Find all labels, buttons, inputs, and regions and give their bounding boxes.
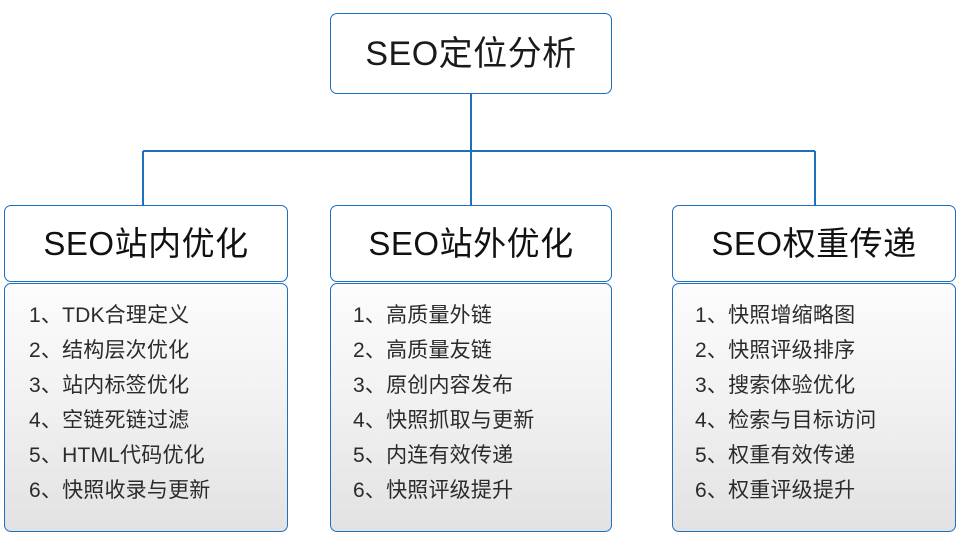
branch-list-3: 1、快照增缩略图 2、快照评级排序 3、搜索体验优化 4、检索与目标访问 5、权… xyxy=(673,298,955,508)
branch-header-label-3: SEO权重传递 xyxy=(711,225,917,262)
list-item: 1、高质量外链 xyxy=(353,304,493,327)
list-item: 5、HTML代码优化 xyxy=(29,444,205,467)
list-item: 1、快照增缩略图 xyxy=(695,304,856,327)
branch-list-1: 1、TDK合理定义 2、结构层次优化 3、站内标签优化 4、空链死链过滤 5、H… xyxy=(5,298,287,508)
branch-header-3[interactable]: SEO权重传递 xyxy=(672,205,956,282)
list-item: 6、快照收录与更新 xyxy=(29,479,211,502)
list-item: 5、权重有效传递 xyxy=(695,444,856,467)
list-item: 4、快照抓取与更新 xyxy=(353,409,535,432)
list-item: 4、空链死链过滤 xyxy=(29,409,190,432)
branch-column-3: SEO权重传递 1、快照增缩略图 2、快照评级排序 3、搜索体验优化 4、检索与… xyxy=(672,205,956,532)
branch-body-1: 1、TDK合理定义 2、结构层次优化 3、站内标签优化 4、空链死链过滤 5、H… xyxy=(4,283,288,532)
list-item: 1、TDK合理定义 xyxy=(29,304,190,327)
list-item: 2、快照评级排序 xyxy=(695,339,856,362)
branch-column-2: SEO站外优化 1、高质量外链 2、高质量友链 3、原创内容发布 4、快照抓取与… xyxy=(330,205,612,532)
list-item: 3、站内标签优化 xyxy=(29,374,190,397)
list-item: 6、权重评级提升 xyxy=(695,479,856,502)
list-item: 5、内连有效传递 xyxy=(353,444,514,467)
branch-header-1[interactable]: SEO站内优化 xyxy=(4,205,288,282)
list-item: 4、检索与目标访问 xyxy=(695,409,877,432)
list-item: 6、快照评级提升 xyxy=(353,479,514,502)
branch-body-2: 1、高质量外链 2、高质量友链 3、原创内容发布 4、快照抓取与更新 5、内连有… xyxy=(330,283,612,532)
list-item: 2、高质量友链 xyxy=(353,339,493,362)
root-node[interactable]: SEO定位分析 xyxy=(330,13,612,94)
branch-header-2[interactable]: SEO站外优化 xyxy=(330,205,612,282)
branch-column-1: SEO站内优化 1、TDK合理定义 2、结构层次优化 3、站内标签优化 4、空链… xyxy=(4,205,288,532)
branch-list-2: 1、高质量外链 2、高质量友链 3、原创内容发布 4、快照抓取与更新 5、内连有… xyxy=(331,298,611,508)
branch-header-label-1: SEO站内优化 xyxy=(43,225,249,262)
list-item: 3、搜索体验优化 xyxy=(695,374,856,397)
branch-body-3: 1、快照增缩略图 2、快照评级排序 3、搜索体验优化 4、检索与目标访问 5、权… xyxy=(672,283,956,532)
root-node-label: SEO定位分析 xyxy=(365,34,577,73)
list-item: 3、原创内容发布 xyxy=(353,374,514,397)
branch-header-label-2: SEO站外优化 xyxy=(368,225,574,262)
list-item: 2、结构层次优化 xyxy=(29,339,190,362)
